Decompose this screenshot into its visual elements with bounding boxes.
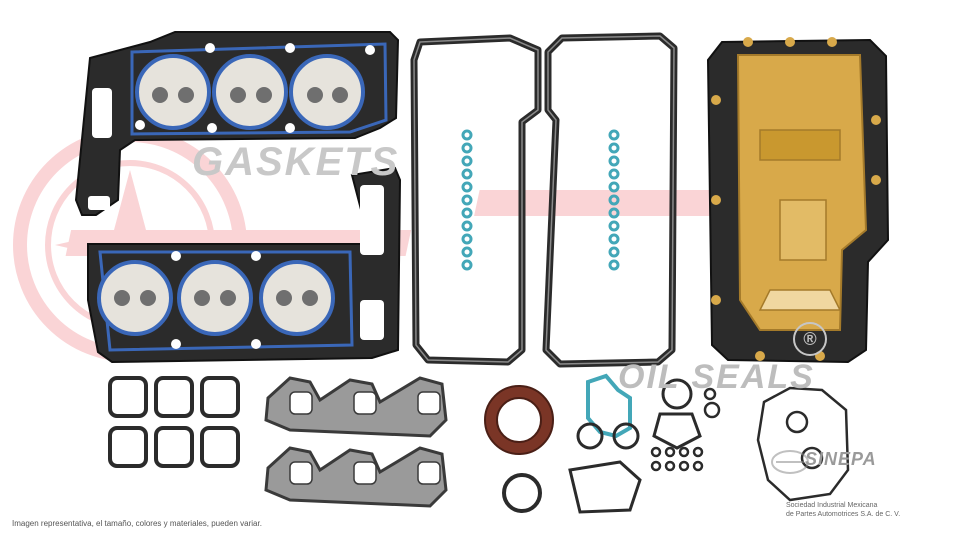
- exhaust-manifold-gasket-upper: [264, 376, 448, 438]
- watermark-gaskets-text: GASKETS: [192, 140, 400, 184]
- partner-line-1: Sociedad Industrial Mexicana: [786, 502, 878, 509]
- spark-plug-seals-left: [461, 129, 473, 271]
- sinepa-logo-icon: [771, 450, 809, 474]
- small-o-rings: [650, 387, 721, 472]
- crankshaft-seal-small: [502, 473, 542, 513]
- registered-mark: ®: [793, 322, 827, 356]
- oil-pan-gasket: [706, 37, 890, 364]
- small-square-gaskets: [108, 376, 240, 468]
- spark-plug-seals-right: [608, 129, 620, 271]
- thermostat-gasket: [652, 378, 702, 450]
- disclaimer-text: Imagen representativa, el tamaño, colore…: [12, 519, 262, 528]
- o-rings-pair: [576, 422, 640, 450]
- exhaust-manifold-gasket-lower: [264, 446, 448, 508]
- timing-cover-gasket-large: [756, 386, 850, 502]
- partner-line-2: de Partes Automotrices S.A. de C. V.: [786, 511, 901, 518]
- cylinder-head-gasket-lower: [87, 166, 402, 364]
- crankshaft-seal-large: [484, 385, 554, 455]
- valve-cover-gasket-right: [542, 32, 678, 368]
- partner-name: SINEPA: [805, 449, 877, 469]
- cylinder-head-gasket-upper: [74, 31, 400, 216]
- watermark-oil-seals-text: OIL SEALS: [618, 358, 815, 396]
- valve-cover-gasket-left: [410, 34, 542, 366]
- water-pump-gasket: [568, 460, 642, 514]
